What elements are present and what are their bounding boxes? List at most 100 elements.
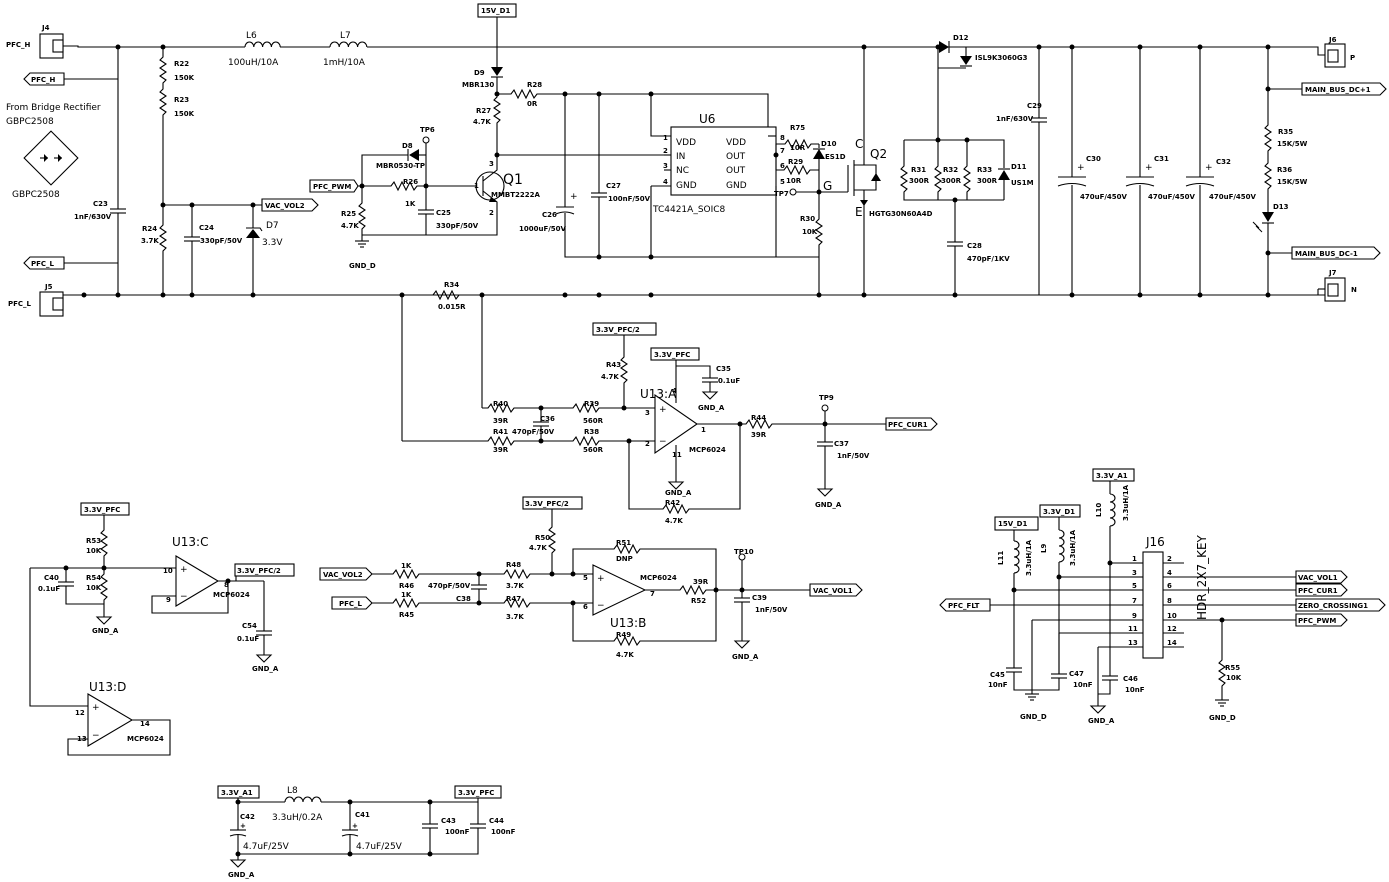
- svg-text:3: 3: [489, 160, 494, 168]
- svg-text:7: 7: [1132, 597, 1137, 605]
- svg-text:VAC_VOL2: VAC_VOL2: [265, 202, 305, 210]
- svg-text:J4: J4: [41, 24, 50, 32]
- svg-text:TP10: TP10: [734, 548, 754, 556]
- svg-text:3.3V_PFC: 3.3V_PFC: [654, 351, 690, 359]
- svg-text:C26: C26: [542, 211, 557, 219]
- svg-text:4.7K: 4.7K: [473, 118, 491, 126]
- svg-text:PFC_L: PFC_L: [339, 600, 363, 608]
- svg-text:39R: 39R: [751, 431, 767, 439]
- connector-j4: J4 PFC_H: [6, 24, 64, 59]
- svg-text:U13:D: U13:D: [89, 680, 126, 694]
- svg-text:C27: C27: [606, 182, 621, 190]
- svg-text:ES1D: ES1D: [825, 153, 846, 161]
- svg-text:R30: R30: [800, 215, 815, 223]
- svg-text:0.1uF: 0.1uF: [38, 585, 60, 593]
- svg-text:R41: R41: [493, 428, 508, 436]
- svg-text:100nF/50V: 100nF/50V: [608, 195, 651, 203]
- svg-text:10R: 10R: [786, 177, 802, 185]
- svg-text:6: 6: [583, 603, 588, 611]
- svg-text:4: 4: [672, 387, 677, 395]
- inductor-l6: L6 100uH/10A: [228, 31, 281, 68]
- svg-text:OUT: OUT: [726, 166, 746, 176]
- svg-text:GND: GND: [726, 181, 747, 191]
- svg-text:6: 6: [1167, 582, 1172, 590]
- analog-supply-filter: 3.3V_A1 3.3V_PFC L8 3.3uH/0.2A C42 + 4.7…: [217, 785, 516, 879]
- svg-text:2: 2: [1167, 555, 1172, 563]
- svg-text:OUT: OUT: [726, 152, 746, 162]
- svg-text:ISL9K3060G3: ISL9K3060G3: [975, 54, 1028, 62]
- svg-text:J16: J16: [1145, 535, 1165, 549]
- svg-text:100nF: 100nF: [445, 828, 470, 836]
- svg-text:7: 7: [780, 147, 785, 155]
- svg-text:C31: C31: [1154, 155, 1169, 163]
- svg-text:C42: C42: [240, 813, 255, 821]
- svg-text:R26: R26: [403, 178, 418, 186]
- svg-text:MCP6024: MCP6024: [213, 591, 250, 599]
- svg-text:GND_D: GND_D: [1209, 714, 1236, 722]
- connector-j6: J6 P: [1324, 36, 1355, 68]
- svg-text:R35: R35: [1278, 128, 1293, 136]
- svg-text:5: 5: [1132, 582, 1137, 590]
- svg-text:C25: C25: [436, 209, 451, 217]
- svg-text:PFC_CUR1: PFC_CUR1: [1298, 587, 1338, 595]
- port-pfc-l: PFC_L: [23, 78, 118, 270]
- port-pfc-h: PFC_H: [23, 72, 65, 86]
- svg-text:L11: L11: [997, 551, 1005, 565]
- svg-text:4.7uF/25V: 4.7uF/25V: [243, 842, 290, 852]
- svg-text:GBPC2508: GBPC2508: [6, 117, 54, 127]
- svg-text:39R: 39R: [493, 417, 509, 425]
- svg-text:C44: C44: [489, 817, 504, 825]
- svg-text:9: 9: [1132, 612, 1137, 620]
- svg-text:C39: C39: [752, 594, 767, 602]
- svg-text:10K: 10K: [86, 584, 102, 592]
- svg-text:GND_A: GND_A: [698, 404, 725, 412]
- svg-text:8: 8: [1167, 597, 1172, 605]
- svg-text:GND_D: GND_D: [1020, 713, 1047, 721]
- svg-text:C46: C46: [1123, 675, 1138, 683]
- svg-text:150K: 150K: [174, 74, 195, 82]
- svg-text:R25: R25: [341, 210, 356, 218]
- svg-text:L7: L7: [340, 31, 351, 41]
- svg-text:3.3uH/1A: 3.3uH/1A: [1122, 484, 1130, 521]
- svg-text:L8: L8: [287, 786, 298, 796]
- svg-text:0.1uF: 0.1uF: [237, 635, 259, 643]
- vac-vol2-network: C24 330pF/50V D7 3.3V VAC_VOL2: [163, 198, 319, 295]
- q1-base-network: D8 MBR0530-TP TP6 PFC_PWM R26 1K R25 4.7…: [309, 126, 498, 270]
- svg-text:PFC_PWM: PFC_PWM: [1298, 617, 1336, 625]
- svg-text:3.3uH/1A: 3.3uH/1A: [1025, 539, 1033, 576]
- svg-text:J6: J6: [1328, 36, 1337, 44]
- svg-text:GND_A: GND_A: [1088, 717, 1115, 725]
- svg-text:15K/5W: 15K/5W: [1277, 140, 1308, 148]
- svg-text:ZERO_CROSSING1: ZERO_CROSSING1: [1298, 602, 1368, 610]
- svg-text:15V_D1: 15V_D1: [998, 520, 1027, 528]
- svg-text:3.3V_PFC: 3.3V_PFC: [84, 506, 120, 514]
- svg-text:330pF/50V: 330pF/50V: [200, 237, 243, 245]
- svg-text:300R: 300R: [977, 177, 998, 185]
- svg-text:PFC_CUR1: PFC_CUR1: [888, 421, 928, 429]
- svg-text:From Bridge Rectifier: From Bridge Rectifier: [6, 103, 101, 113]
- svg-text:PFC_L: PFC_L: [8, 300, 32, 308]
- svg-text:J5: J5: [44, 283, 53, 291]
- svg-text:R54: R54: [86, 574, 101, 582]
- svg-text:14: 14: [1167, 639, 1177, 647]
- svg-text:3.7K: 3.7K: [506, 613, 524, 621]
- svg-text:PFC_PWM: PFC_PWM: [313, 183, 351, 191]
- svg-text:R40: R40: [493, 400, 508, 408]
- svg-text:D9: D9: [474, 69, 485, 77]
- svg-text:10nF: 10nF: [1125, 686, 1145, 694]
- svg-text:4.7K: 4.7K: [665, 517, 683, 525]
- svg-text:15K/5W: 15K/5W: [1277, 178, 1308, 186]
- svg-text:−: −: [659, 437, 667, 447]
- svg-text:U13:C: U13:C: [172, 535, 208, 549]
- svg-text:3: 3: [1132, 569, 1137, 577]
- svg-text:R34: R34: [444, 281, 459, 289]
- svg-text:IN: IN: [676, 152, 685, 162]
- connector-j7: J7 N: [1324, 269, 1357, 302]
- svg-text:10nF: 10nF: [1073, 681, 1093, 689]
- svg-text:+: +: [180, 565, 188, 575]
- svg-text:C24: C24: [199, 224, 214, 232]
- svg-text:10K: 10K: [802, 228, 818, 236]
- svg-text:R55: R55: [1225, 664, 1240, 672]
- svg-text:4.7K: 4.7K: [601, 373, 619, 381]
